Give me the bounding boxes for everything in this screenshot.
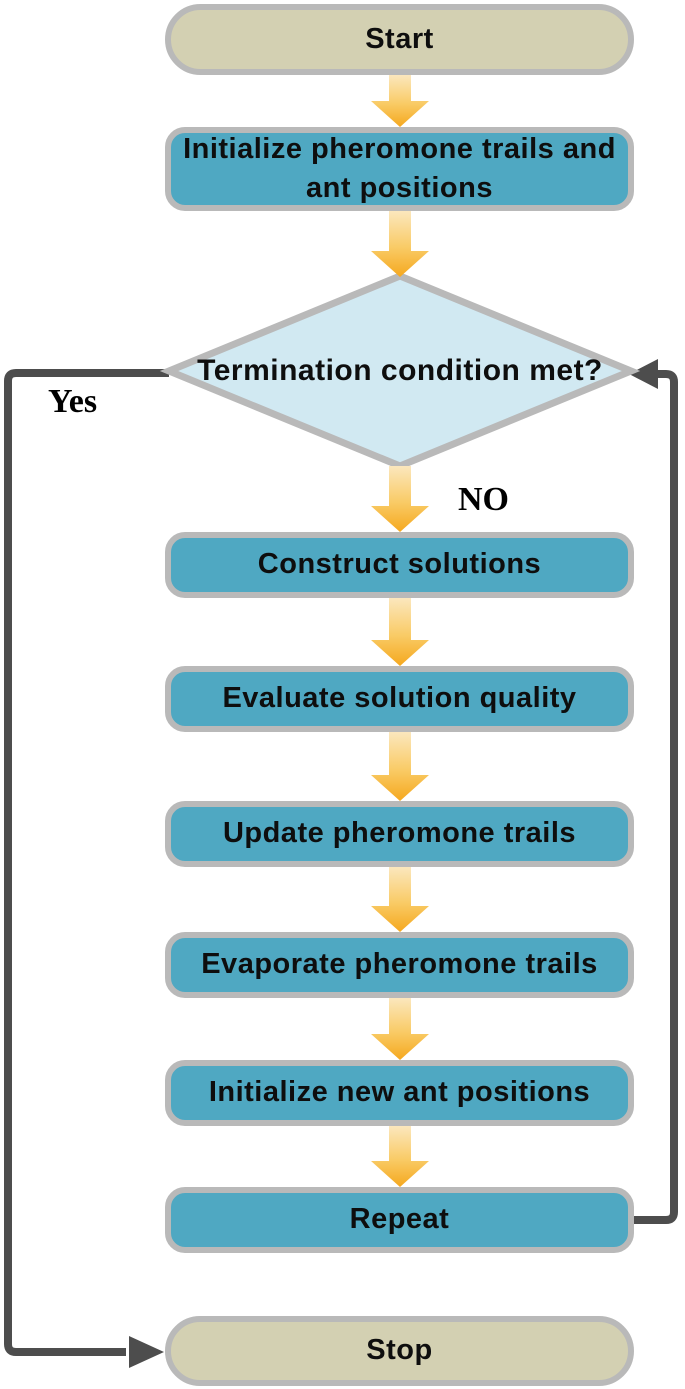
down-arrow-icon <box>371 867 429 932</box>
down-arrow-icon <box>371 466 429 532</box>
node-initialize-label-line2: ant positions <box>306 172 493 204</box>
flow-arrow-init-decision <box>371 211 429 277</box>
node-start: Start <box>165 4 634 75</box>
yes-loop-line <box>4 369 169 1356</box>
flow-arrow-initnew-repeat <box>371 1126 429 1187</box>
node-stop-label: Stop <box>366 1334 433 1367</box>
node-start-label: Start <box>365 22 434 55</box>
node-initialize-new-label: Initialize new ant positions <box>208 1076 591 1109</box>
down-arrow-icon <box>371 75 429 127</box>
branch-label-no: NO <box>458 481 509 518</box>
node-update: Update pheromone trails <box>165 801 634 867</box>
flow-arrow-evaluate-update <box>371 732 429 801</box>
node-evaporate-label: Evaporate pheromone trails <box>201 948 598 981</box>
node-decision-label: Termination condition met? <box>197 354 603 387</box>
down-arrow-icon <box>371 211 429 277</box>
down-arrow-icon <box>371 1126 429 1187</box>
node-repeat: Repeat <box>165 1187 634 1253</box>
node-initialize-label-line1: Initialize pheromone trails and <box>183 132 616 165</box>
yes-loop-arrowhead-icon <box>129 1336 164 1368</box>
node-construct: Construct solutions <box>165 532 634 598</box>
node-initialize: Initialize pheromone trails and ant posi… <box>165 127 634 211</box>
flow-arrow-construct-evaluate <box>371 598 429 666</box>
flow-arrow-evaporate-initnew <box>371 998 429 1060</box>
node-repeat-label: Repeat <box>349 1203 450 1236</box>
down-arrow-icon <box>371 598 429 666</box>
flow-arrow-update-evaporate <box>371 867 429 932</box>
repeat-loop-line <box>632 370 678 1224</box>
node-stop: Stop <box>165 1316 634 1386</box>
node-initialize-new: Initialize new ant positions <box>165 1060 634 1126</box>
node-evaluate-label: Evaluate solution quality <box>222 682 577 715</box>
down-arrow-icon <box>371 998 429 1060</box>
branch-label-yes: Yes <box>48 383 98 420</box>
node-construct-label: Construct solutions <box>257 548 542 581</box>
node-update-label: Update pheromone trails <box>222 817 577 850</box>
node-evaporate: Evaporate pheromone trails <box>165 932 634 998</box>
flow-arrow-start-init <box>371 75 429 127</box>
node-evaluate: Evaluate solution quality <box>165 666 634 732</box>
down-arrow-icon <box>371 732 429 801</box>
repeat-loop-arrowhead-icon <box>629 359 658 389</box>
flow-arrow-decision-construct <box>371 466 429 532</box>
